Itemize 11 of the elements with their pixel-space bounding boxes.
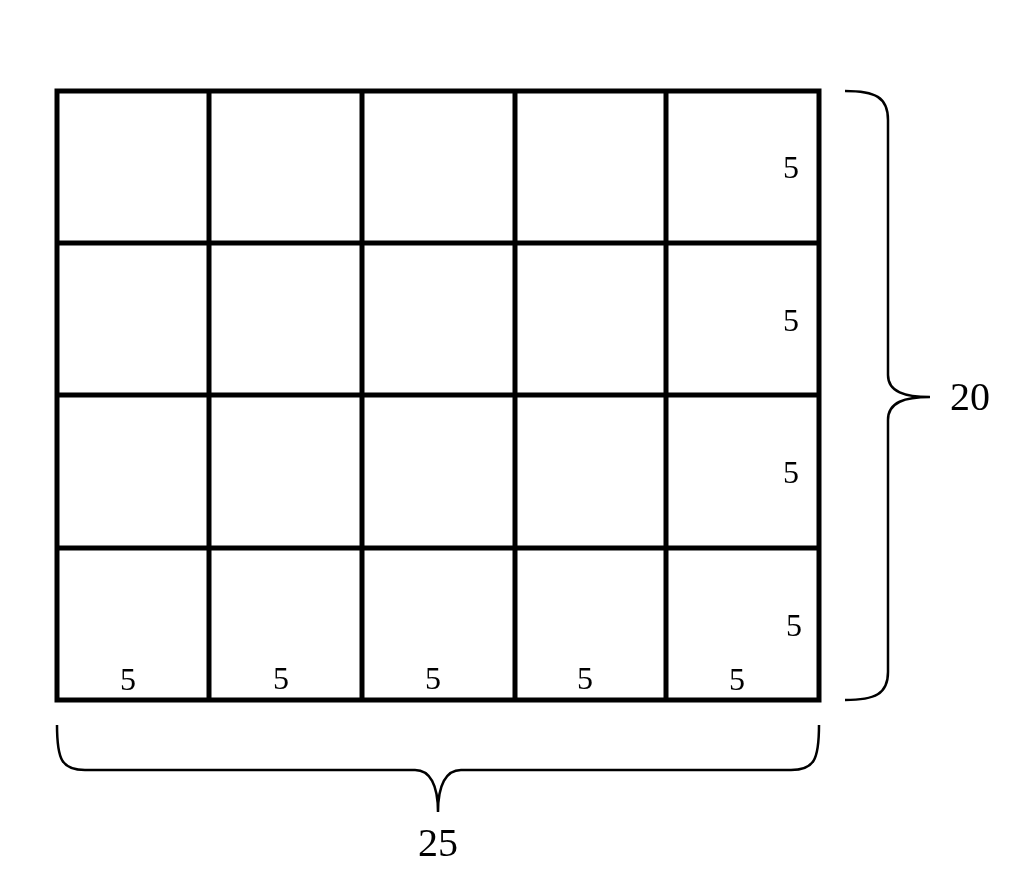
dimension-label: 5 <box>783 304 799 336</box>
dimension-label: 5 <box>783 456 799 488</box>
dimension-label: 5 <box>577 662 593 694</box>
dimension-label: 5 <box>273 662 289 694</box>
dimension-label: 5 <box>120 663 136 695</box>
dimension-label: 5 <box>786 609 802 641</box>
dimension-label: 5 <box>425 662 441 694</box>
dimension-label: 25 <box>418 823 458 863</box>
dimension-label: 5 <box>783 151 799 183</box>
dimension-label: 5 <box>729 663 745 695</box>
dimension-label: 20 <box>950 377 990 417</box>
